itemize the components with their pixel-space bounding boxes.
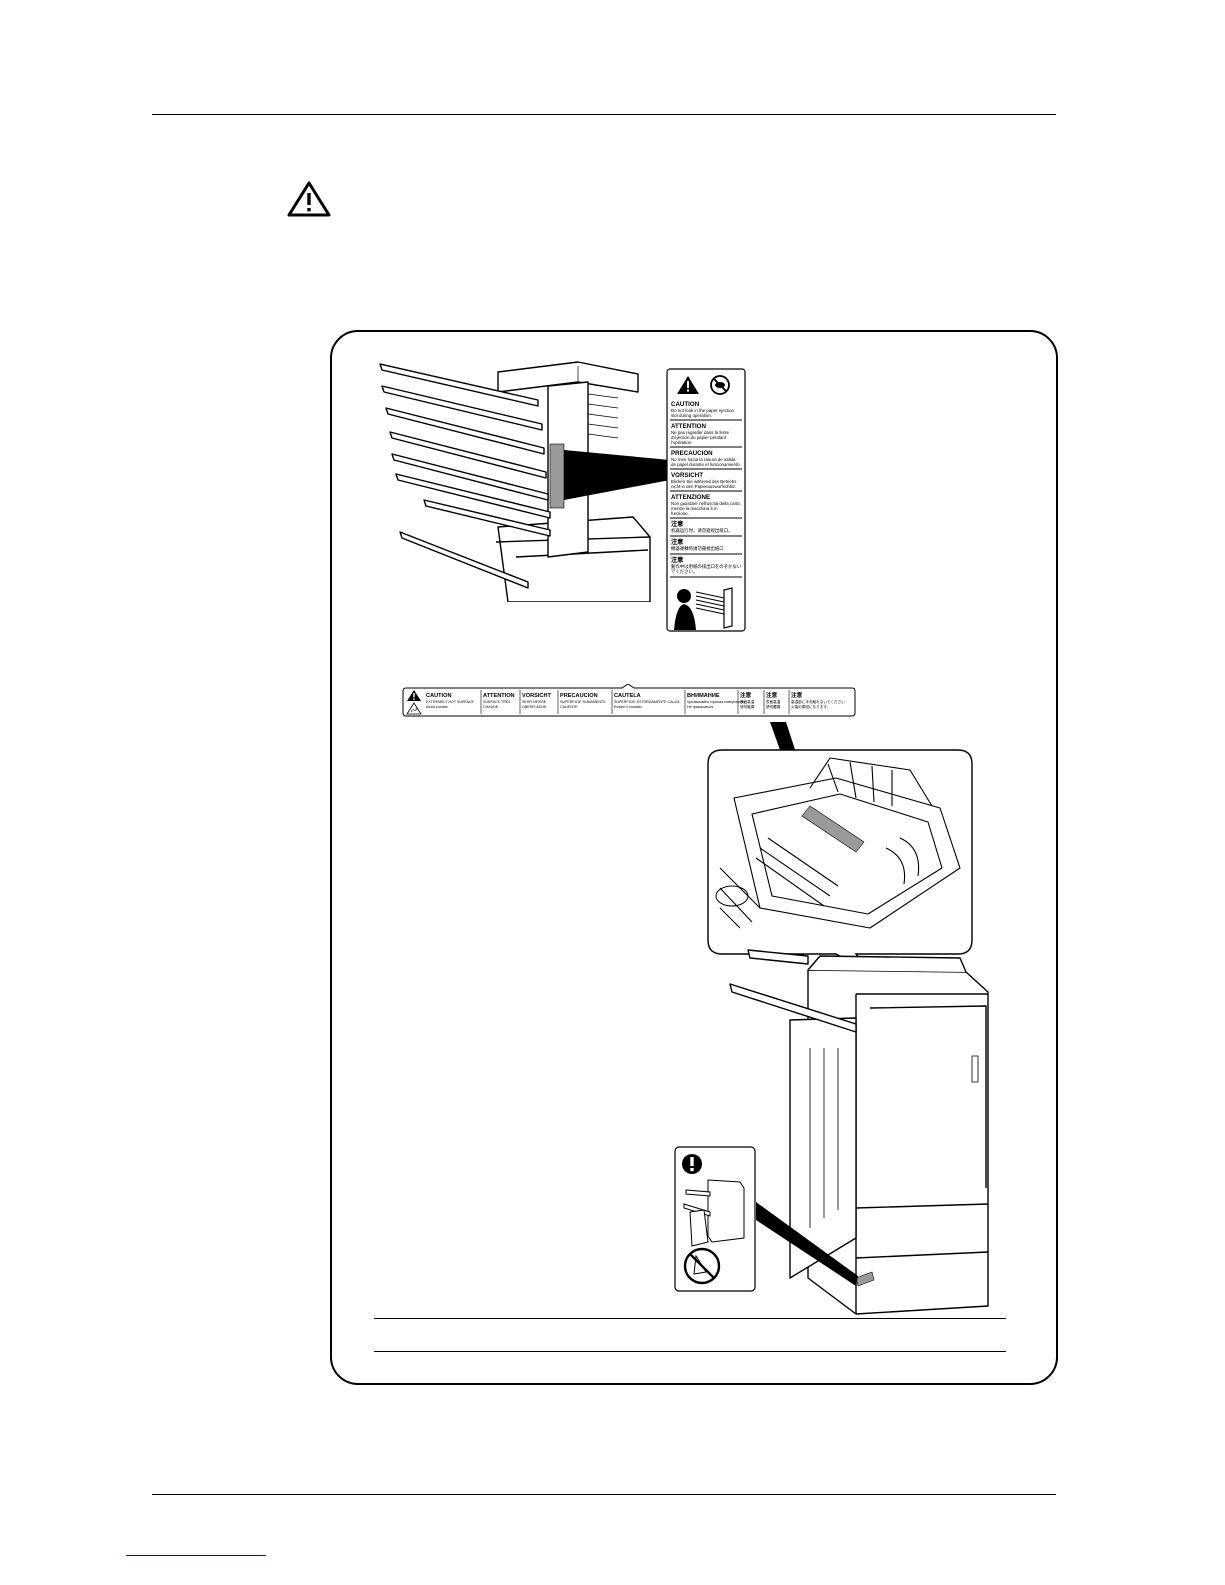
label-text: funzione. (671, 511, 689, 516)
label-text: slot during operation. (671, 413, 712, 418)
no-looking-icon (710, 375, 730, 395)
header-rule (152, 114, 1056, 115)
warning-triangle-icon (287, 181, 331, 217)
hot-text: EXTREMELY HOT SURFACE (426, 700, 475, 704)
footer-link-underline[interactable] (126, 1555, 266, 1556)
hot-heading-caution: CAUTION (426, 693, 451, 699)
hot-text: 火傷の原因になります。 (791, 704, 830, 709)
label-text: l'opération. (671, 440, 692, 445)
label-text: 動作中は用紙の排出口をのぞかない (671, 563, 742, 570)
hot-text: CALIENTE (560, 705, 578, 709)
hot-text: 请勿触摸 (740, 704, 755, 709)
warning-triangle-icon (407, 690, 421, 701)
face-near-tray-icon (674, 587, 733, 630)
label-text: Blicken Sie während des Betriebs (671, 479, 737, 484)
hot-heading-ja: 注意 (791, 691, 803, 699)
hot-text: SUPERFICIE ESTREMAMENTE CALDA (614, 700, 680, 704)
hot-text: 高温部に手を触れないでください (791, 699, 845, 704)
hot-text: OBERFLÄCHE (522, 705, 547, 709)
label-heading-precaucion: PRECAUCION (671, 450, 713, 457)
no-hand-icon (683, 1247, 721, 1285)
mandatory-action-icon (682, 1154, 702, 1174)
label-text: d'éjection du papier pendant (671, 435, 727, 440)
label-text: mentre la macchina è in (671, 506, 718, 511)
frame-caption-rule-top (374, 1318, 1006, 1319)
hot-text: SUPERFICIE SUMAMENTE (560, 700, 606, 704)
label-text: 机器运行时，请勿窥视出纸口。 (671, 527, 732, 534)
label-text: Non guardare nell'uscita della carta (671, 501, 740, 506)
hot-text: 請勿觸摸 (766, 704, 781, 709)
mailbox-illustration (379, 361, 670, 602)
label-heading-caution: CAUTION (671, 401, 700, 408)
hot-heading-cautela: CAUTELA (614, 693, 641, 699)
hot-surface-icon (406, 702, 422, 715)
hot-heading-vorsicht: VORSICHT (522, 693, 551, 699)
hot-text: Чрезвычайно горячая поверхность (687, 700, 745, 704)
hot-text: CHAUDE (483, 705, 499, 709)
label-heading-ja: 注意 (671, 556, 683, 564)
label-text: Do not look in the paper ejection (671, 408, 735, 413)
hot-surface-caution-label: CAUTION EXTREMELY HOT SURFACE Avoid cont… (402, 684, 856, 717)
ejection-caution-label: CAUTION Do not look in the paper ejectio… (666, 368, 746, 632)
hot-text: 表面高温 (740, 699, 755, 704)
label-text: Ne pas regarder dans la fente (671, 430, 730, 435)
hot-heading-ru: ВНИМАНИЕ (687, 693, 720, 699)
hot-text: 表面高溫 (766, 699, 781, 704)
hot-heading-precaucion: PRECAUCION (560, 693, 598, 699)
label-text: 機器運轉時請勿窺視出紙口 (671, 545, 724, 552)
hot-text: Avoid contact. (426, 705, 449, 709)
label-heading-vorsicht: VORSICHT (671, 472, 703, 479)
hot-heading-zh-cn: 注意 (740, 691, 752, 699)
warning-triangle-icon (677, 376, 699, 394)
hot-text: Evitare il contatto. (614, 705, 643, 709)
illustration-frame (330, 330, 1058, 1385)
finisher-illustration (707, 722, 989, 1315)
hot-heading-zh-tw: 注意 (766, 691, 778, 699)
hot-text: SURFACE TRÈS (483, 699, 511, 704)
label-text: でください。 (671, 568, 697, 575)
label-text: nicht in den Papierauswurfschlitz. (671, 484, 736, 489)
hot-heading-attention: ATTENTION (483, 693, 515, 699)
handling-caution-label (674, 1146, 756, 1292)
label-heading-attenzione: ATTENZIONE (671, 494, 710, 501)
label-heading-zh-tw: 注意 (671, 538, 683, 546)
label-heading-attention: ATTENTION (671, 423, 706, 430)
footer-rule (152, 1494, 1056, 1495)
hot-text: SEHR HEISSE (522, 700, 547, 704)
hot-text: Не прикасаться. (687, 705, 714, 709)
label-heading-zh-cn: 注意 (671, 520, 683, 528)
label-text: de papel durante el funcionamiento. (671, 462, 741, 467)
label-text: No mire hacia la ranura de salida (671, 457, 736, 462)
frame-caption-rule-bottom (374, 1351, 1006, 1352)
